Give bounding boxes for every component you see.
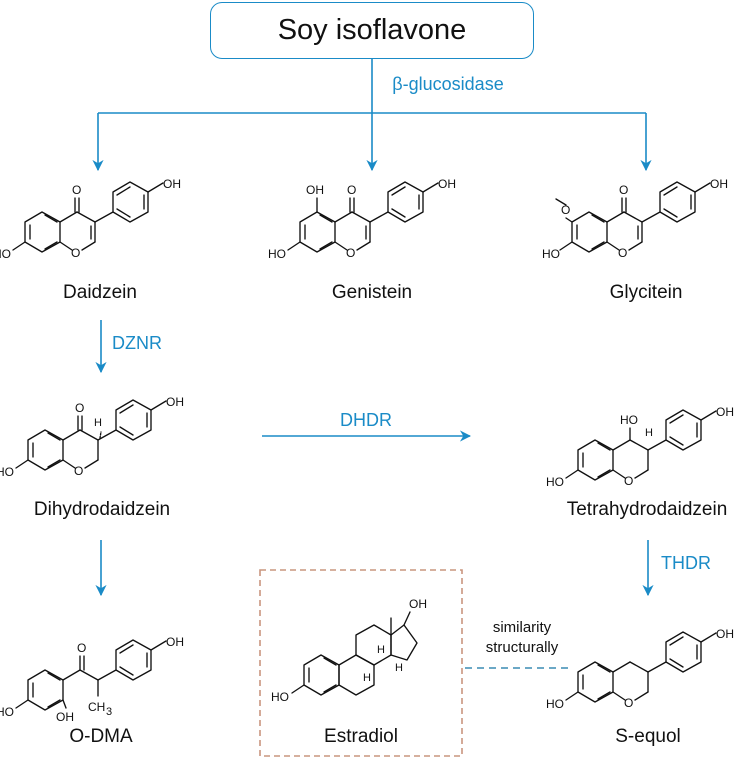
compound-label-sequol: S-equol: [615, 726, 681, 747]
svg-text:OH: OH: [438, 177, 456, 191]
genistein-structure: O O OH HO OH: [268, 177, 456, 261]
enzyme-dznr: DZNR: [112, 333, 162, 353]
compound-label-daidzein: Daidzein: [63, 282, 137, 303]
svg-text:OH: OH: [409, 597, 427, 611]
svg-text:O: O: [618, 246, 627, 260]
svg-text:H: H: [645, 427, 653, 439]
compound-label-tetrahydrodaidzein: Tetrahydrodaidzein: [566, 499, 728, 520]
svg-text:CH: CH: [88, 700, 105, 714]
similarity-note-line1: similarity: [492, 619, 552, 636]
estradiol-box: [259, 569, 463, 757]
odma-structure: O OH HO OH CH 3: [0, 635, 184, 724]
svg-text:H: H: [395, 662, 403, 674]
enzyme-beta-glucosidase: β-glucosidase: [392, 74, 504, 94]
svg-text:H: H: [377, 644, 385, 656]
svg-text:H: H: [363, 672, 371, 684]
title-label: Soy isoflavone: [277, 14, 467, 46]
svg-text:O: O: [71, 246, 80, 260]
similarity-note-line2: structurally: [485, 639, 559, 656]
svg-text:OH: OH: [166, 635, 184, 649]
svg-text:OH: OH: [306, 183, 324, 197]
tetrahydrodaidzein-structure: HO O OH HO H: [546, 405, 734, 489]
compound-label-genistein: Genistein: [331, 282, 413, 303]
compound-label-estradiol: Estradiol: [324, 726, 398, 747]
svg-text:OH: OH: [716, 627, 734, 641]
connector-lines: [92, 59, 654, 597]
enzyme-thdr: THDR: [661, 553, 711, 573]
svg-text:HO: HO: [268, 247, 286, 261]
svg-text:O: O: [77, 641, 86, 655]
svg-text:O: O: [624, 696, 633, 710]
compound-label-dihydrodaidzein: Dihydrodaidzein: [33, 499, 171, 520]
svg-text:O: O: [624, 474, 633, 488]
estradiol-structure: HO OH H H H: [271, 597, 427, 704]
svg-text:OH: OH: [716, 405, 734, 419]
svg-text:O: O: [346, 246, 355, 260]
compound-label-glycitein: Glycitein: [609, 282, 683, 303]
svg-text:OH: OH: [710, 177, 728, 191]
svg-text:3: 3: [106, 706, 112, 718]
svg-text:O: O: [561, 203, 570, 217]
svg-text:OH: OH: [56, 710, 74, 724]
svg-text:OH: OH: [163, 177, 181, 191]
svg-text:HO: HO: [0, 247, 11, 261]
svg-text:H: H: [94, 417, 102, 429]
svg-text:HO: HO: [0, 465, 14, 479]
svg-text:HO: HO: [546, 697, 564, 711]
soy-isoflavone-box: Soy isoflavone: [210, 2, 534, 59]
svg-text:O: O: [75, 401, 84, 415]
dihydrodaidzein-structure: O O OH HO H: [0, 395, 184, 479]
svg-text:O: O: [74, 464, 83, 478]
daidzein-structure: O O OH HO: [0, 177, 181, 261]
svg-text:HO: HO: [271, 690, 289, 704]
svg-text:OH: OH: [166, 395, 184, 409]
svg-text:O: O: [72, 183, 81, 197]
compound-label-odma: O-DMA: [69, 726, 133, 747]
enzyme-dhdr: DHDR: [340, 410, 392, 430]
svg-text:O: O: [347, 183, 356, 197]
svg-text:HO: HO: [546, 475, 564, 489]
svg-text:HO: HO: [0, 705, 14, 719]
similarity-note: similarity structurally: [472, 618, 572, 658]
sequol-structure: O OH HO: [546, 627, 734, 711]
svg-text:HO: HO: [620, 413, 638, 427]
glycitein-structure: O O OH HO O: [542, 177, 728, 261]
svg-text:O: O: [619, 183, 628, 197]
svg-text:HO: HO: [542, 247, 560, 261]
